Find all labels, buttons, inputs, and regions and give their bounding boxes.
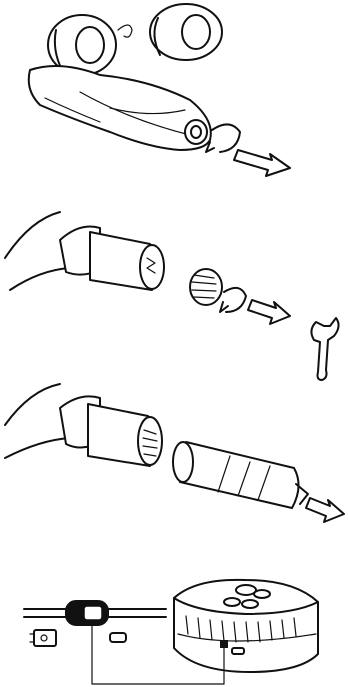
device-body [29,66,211,150]
panel-remove-battery-cartridge [5,384,344,522]
battery-cartridge [173,442,308,508]
pull-out-arrow [234,150,290,176]
end-cap [185,120,207,144]
pull-out-arrow [248,300,290,324]
rotate-nut-icon [220,288,246,312]
cord-loop [118,25,132,37]
panel-remove-end-cap [29,4,290,176]
wrench [311,318,338,380]
panel-unscrew-nut-with-wrench [5,212,339,380]
led-indicator [110,633,126,642]
pull-out-arrow [306,498,344,522]
battery-icon [30,630,56,646]
locking-nut [190,269,222,305]
charge-switch [66,601,108,625]
charger-box [174,580,318,672]
ear-cup-right [150,4,222,60]
panel-charger-indicator-detail [24,580,318,684]
